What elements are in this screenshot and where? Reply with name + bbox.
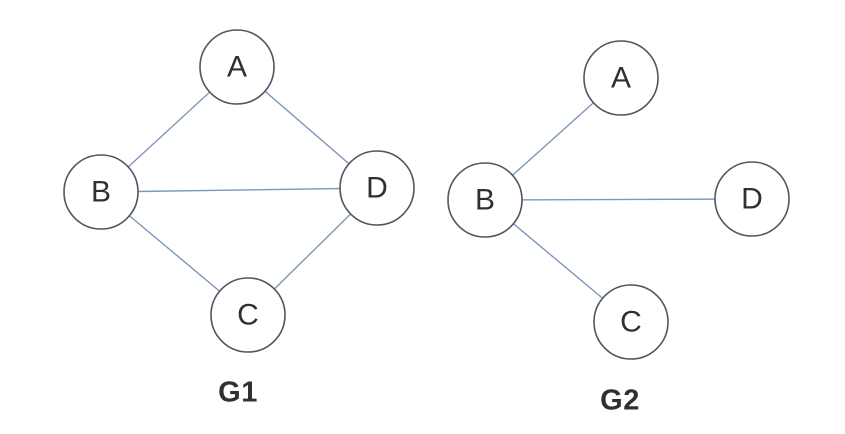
node-label-g2-c: C xyxy=(620,306,642,339)
graph-g2-caption: G2 xyxy=(600,384,640,417)
node-g1-b xyxy=(63,154,139,230)
edge-g2-b-d xyxy=(484,198,753,201)
node-g2-a xyxy=(583,40,659,116)
graph-g1-caption: G1 xyxy=(218,376,258,409)
node-g1-c xyxy=(210,277,286,353)
node-label-g2-a: A xyxy=(611,62,631,95)
node-label-g2-d: D xyxy=(741,183,763,216)
edge-g1-b-d xyxy=(100,187,378,193)
node-g2-c xyxy=(593,284,669,360)
node-label-g2-b: B xyxy=(475,184,495,217)
node-label-g1-a: A xyxy=(227,51,247,84)
node-g1-a xyxy=(199,29,275,105)
node-g2-d xyxy=(714,161,790,237)
node-g2-b xyxy=(447,162,523,238)
node-label-g1-b: B xyxy=(91,176,111,209)
node-g1-d xyxy=(339,150,415,226)
node-label-g1-d: D xyxy=(366,172,388,205)
node-label-g1-c: C xyxy=(237,299,259,332)
